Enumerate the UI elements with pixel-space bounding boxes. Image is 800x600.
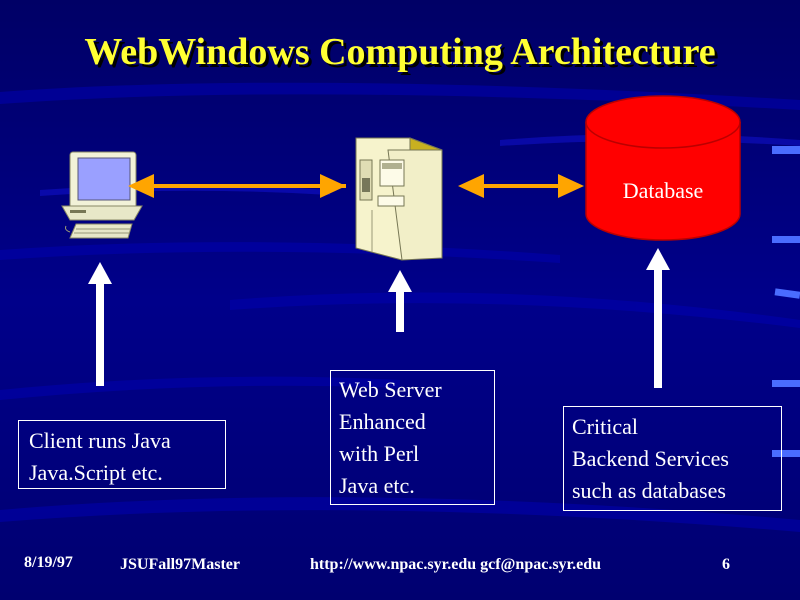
slide-title: WebWindows Computing Architecture <box>84 31 716 73</box>
server-callout: Web Server Enhanced with Perl Java etc. <box>330 370 495 505</box>
arrow-up-database <box>646 248 670 388</box>
arrow-up-client <box>88 262 112 386</box>
arrow-server-database <box>458 174 584 198</box>
backend-callout: Critical Backend Services such as databa… <box>563 406 782 511</box>
client-callout: Client runs Java Java.Script etc. <box>18 420 226 489</box>
slide-number: 6 <box>722 556 730 573</box>
database-cylinder-icon <box>585 95 741 241</box>
arrow-client-server <box>128 174 346 198</box>
arrow-up-server <box>388 270 412 332</box>
database-label: Database <box>622 178 704 203</box>
footer-date: 8/19/97 <box>24 554 73 571</box>
footer-master: JSUFall97Master <box>120 556 240 573</box>
footer-url: http://www.npac.syr.edu gcf@npac.syr.edu <box>310 556 602 573</box>
computer-icon <box>61 151 143 239</box>
server-icon <box>355 137 443 261</box>
